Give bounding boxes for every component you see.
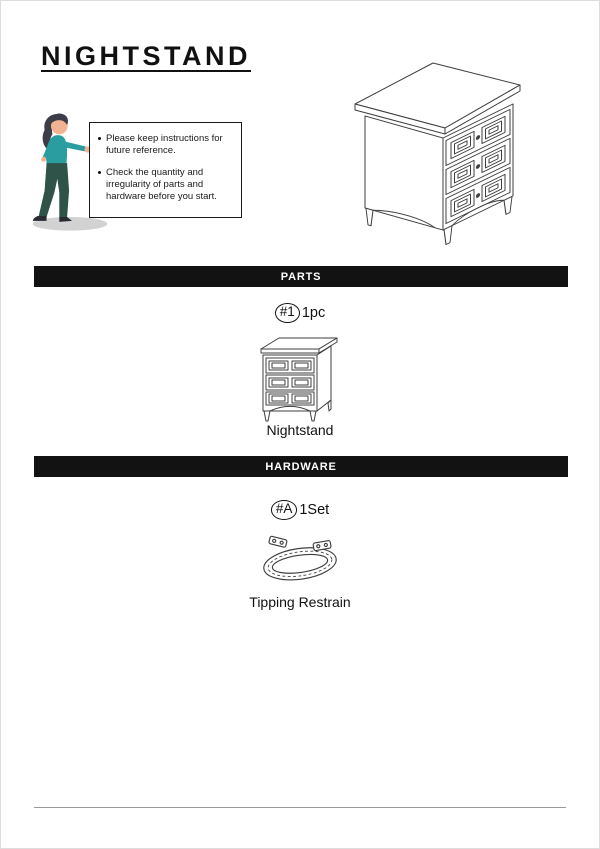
person-illustration <box>27 107 117 235</box>
part-nightstand-svg <box>260 337 338 422</box>
hardware-header-label: HARDWARE <box>265 460 337 473</box>
notice-box: Please keep instructions for future refe… <box>89 122 242 218</box>
notice-bullet-1: Please keep instructions for future refe… <box>98 133 233 158</box>
hardware-qty: 1Set <box>299 501 330 518</box>
part-qty: 1pc <box>301 304 326 321</box>
parts-header-label: PARTS <box>280 270 322 283</box>
person-illustration-svg <box>32 113 108 231</box>
notice-bullet-2-text: Check the quantity and irregularity of p… <box>106 166 217 203</box>
nightstand-isometric-illustration <box>353 57 525 253</box>
bullet-dot-icon <box>98 170 101 174</box>
part-nightstand-illustration <box>258 333 342 425</box>
page-title: NIGHTSTAND <box>41 41 251 71</box>
notice-bullet-2: Check the quantity and irregularity of p… <box>98 167 233 204</box>
parts-item-line: #1 1pc <box>1 303 599 323</box>
hardware-item-line: #A 1Set <box>1 500 599 520</box>
hardware-label: Tipping Restrain <box>249 594 351 610</box>
nightstand-isometric-svg <box>354 62 521 246</box>
tipping-restraint-illustration <box>252 530 348 590</box>
footer-divider <box>34 807 566 808</box>
part-number-badge: #1 <box>274 303 300 323</box>
tipping-restraint-svg <box>263 535 337 581</box>
notice-bullet-1-text: Please keep instructions for future refe… <box>106 133 223 157</box>
part-label: Nightstand <box>266 422 334 438</box>
parts-section-header: PARTS <box>34 266 568 287</box>
hardware-letter-badge: #A <box>270 500 298 520</box>
bullet-dot-icon <box>98 137 101 140</box>
hardware-section-header: HARDWARE <box>34 456 568 477</box>
